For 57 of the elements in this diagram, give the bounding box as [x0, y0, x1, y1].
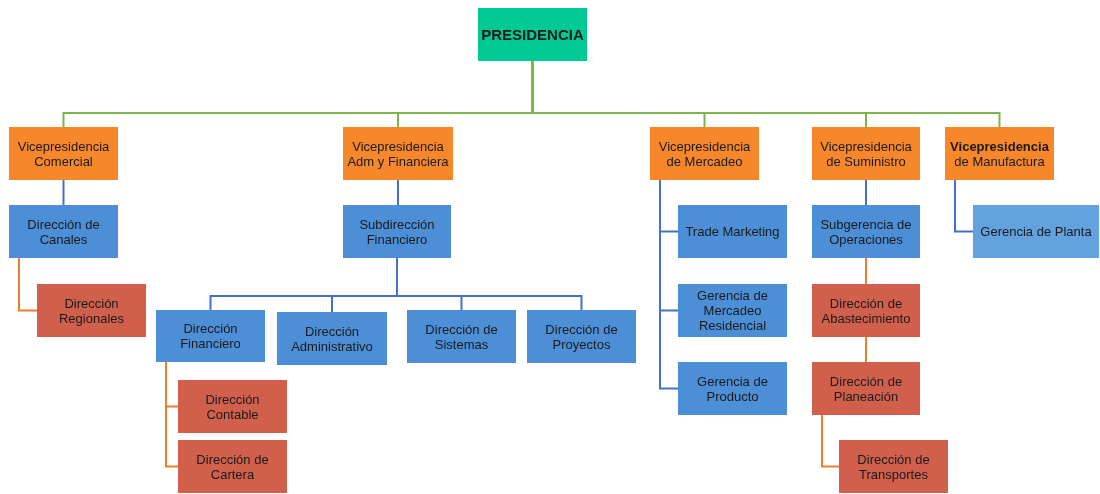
vice-presidency-box: [945, 127, 1054, 180]
box-label: Vicepresidencia Comercial: [16, 138, 111, 169]
box-label: Gerencia de Planta: [980, 224, 1092, 239]
box-label: Dirección Administrativo: [290, 323, 374, 354]
vice-presidency-box: [650, 127, 759, 180]
sub-department-box: [812, 284, 920, 337]
box-label: Gerencia de Producto: [696, 373, 769, 404]
box-label: Dirección de Transportes: [856, 451, 931, 482]
connector-line: [62, 179, 65, 206]
connector-line: [865, 179, 867, 206]
box-label: Dirección de Canales: [26, 216, 101, 247]
department-box: [812, 205, 920, 258]
connector-line: [18, 257, 38, 312]
box-label: Vicepresidencia de Mercadeo: [657, 138, 752, 169]
department-box: [343, 205, 451, 258]
box-label: Dirección Financiero: [179, 321, 242, 351]
sub-department-box: [37, 284, 146, 337]
box-label: Dirección Contable: [204, 391, 261, 422]
connector-line: [954, 179, 974, 233]
box-label: Dirección de Planeación: [828, 373, 904, 404]
connector-line: [659, 179, 679, 390]
connector-line: [865, 336, 867, 363]
sub-department-box: [839, 440, 948, 493]
box-label: Dirección de Proyectos: [544, 321, 619, 352]
box-label: Vicepresidencia de Manufactura: [949, 138, 1050, 169]
department-box: [277, 312, 387, 365]
department-box: [156, 310, 265, 362]
box-label: Dirección de Abastecimiento: [820, 295, 912, 326]
sub-department-box: [178, 380, 287, 433]
box-label: Dirección de Cartera: [195, 451, 270, 482]
connector-line: [531, 60, 1001, 128]
vice-presidency-box: [9, 127, 118, 180]
department-box: [678, 362, 787, 415]
connector-line: [865, 257, 867, 285]
president-box: [478, 8, 587, 61]
connector-line: [397, 179, 399, 206]
connector-line: [165, 361, 179, 468]
box-label: Subgerencia de Operaciones: [819, 216, 913, 247]
sub-department-box: [812, 362, 920, 415]
box-label: Dirección Regionales: [57, 295, 125, 326]
department-box: [678, 284, 787, 337]
vice-presidency-box: [812, 127, 920, 180]
vice-presidency-box: [343, 127, 453, 180]
box-label: PRESIDENCIA: [481, 27, 584, 42]
box-label: Gerencia de Mercadeo Residencial: [696, 288, 769, 333]
box-label: Dirección de Sistemas: [424, 321, 499, 352]
box-label: Subdirección Financiero: [358, 216, 436, 247]
department-box: [9, 205, 118, 258]
department-box: [973, 205, 1099, 258]
department-box: [527, 310, 636, 363]
box-label: Trade Marketing: [685, 224, 780, 239]
box-label: Vicepresidencia de Suministro: [819, 138, 913, 169]
sub-department-box: [178, 440, 287, 493]
department-box: [678, 205, 787, 258]
connector-line: [821, 414, 840, 468]
box-label: Vicepresidencia Adm y Financiera: [347, 138, 449, 169]
department-box: [407, 310, 516, 363]
